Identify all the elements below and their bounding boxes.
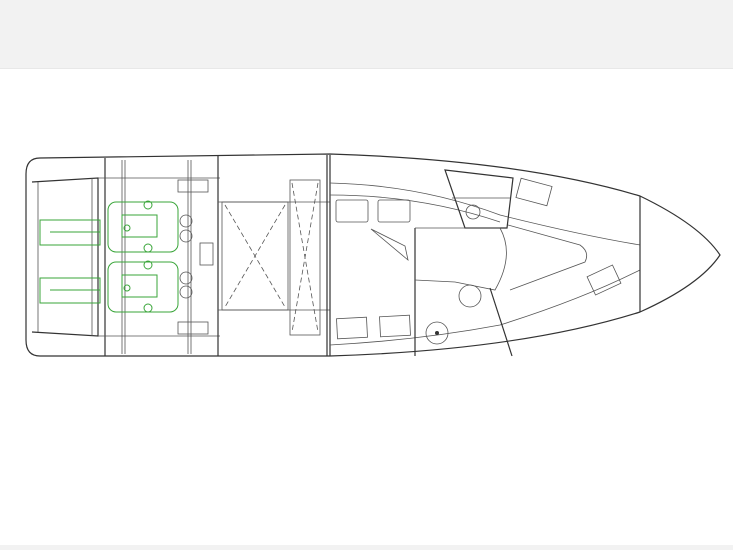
swim-platform <box>31 177 99 337</box>
engine-icon <box>39 260 179 313</box>
header-band <box>0 0 733 69</box>
engine-icon <box>39 200 179 253</box>
footer-band <box>0 545 733 550</box>
hull-outline <box>25 153 721 357</box>
toilet-icon <box>458 284 482 308</box>
sink-icon <box>425 321 449 345</box>
